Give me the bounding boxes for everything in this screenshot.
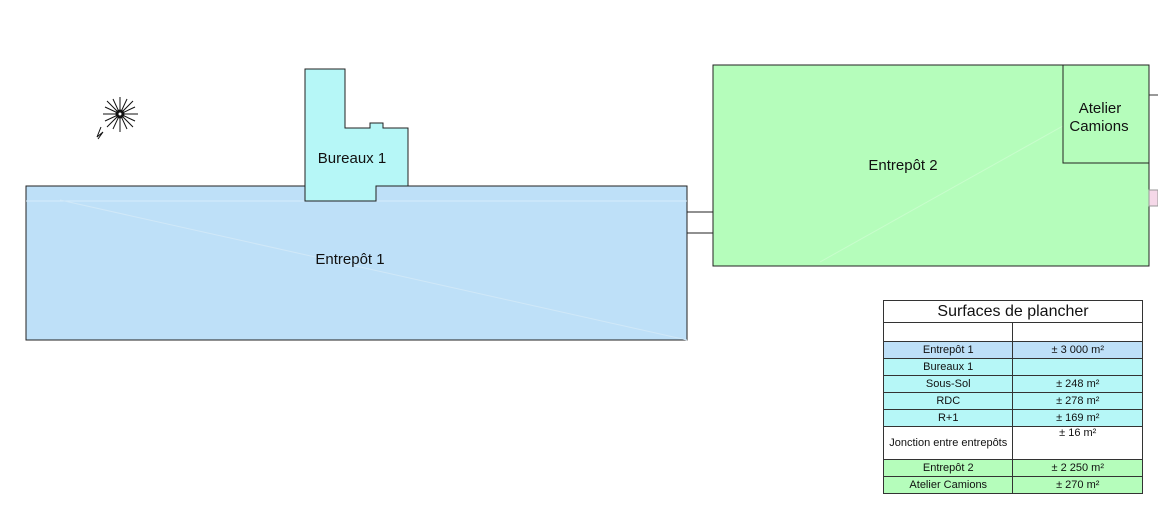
atelier-label-line1: Atelier xyxy=(1079,100,1122,117)
surfaces-table: Surfaces de plancher Entrepôt 1 ± 3 000 … xyxy=(882,300,1143,494)
atelier-label-line2: Camions xyxy=(1069,118,1128,135)
row-value xyxy=(1012,358,1143,376)
row-value: ± 248 m² xyxy=(1012,375,1143,393)
north-arrow-icon xyxy=(96,97,138,140)
row-value: ± 270 m² xyxy=(1012,476,1143,494)
row-name: Atelier Camions xyxy=(882,476,1014,494)
atelier-camions-building xyxy=(1062,64,1150,164)
row-name: Sous-Sol xyxy=(882,375,1014,393)
table-row: Atelier Camions ± 270 m² xyxy=(882,476,1143,494)
table-row: Bureaux 1 xyxy=(882,358,1143,376)
table-row: Entrepôt 2 ± 2 250 m² xyxy=(882,459,1143,477)
row-name: Jonction entre entrepôts xyxy=(882,426,1014,460)
bureaux1-label: Bureaux 1 xyxy=(318,150,386,167)
row-name: Bureaux 1 xyxy=(882,358,1014,376)
row-value: ± 16 m² xyxy=(1012,426,1143,460)
table-blank-row xyxy=(882,322,1143,342)
row-name: RDC xyxy=(882,392,1014,410)
entrepot2-label: Entrepôt 2 xyxy=(868,157,937,174)
table-row: Jonction entre entrepôts ± 16 m² xyxy=(882,426,1143,460)
row-value: ± 169 m² xyxy=(1012,409,1143,427)
table-title-row: Surfaces de plancher xyxy=(883,300,1143,323)
row-name: R+1 xyxy=(882,409,1014,427)
entrepot1-building xyxy=(25,185,688,341)
row-value: ± 3 000 m² xyxy=(1012,341,1143,359)
row-value: ± 2 250 m² xyxy=(1012,459,1143,477)
row-value: ± 278 m² xyxy=(1012,392,1143,410)
bureaux1-building xyxy=(304,68,409,202)
table-row: R+1 ± 169 m² xyxy=(882,409,1143,427)
table-row: RDC ± 278 m² xyxy=(882,392,1143,410)
table-title: Surfaces de plancher xyxy=(883,300,1143,323)
entrepot1-label: Entrepôt 1 xyxy=(315,251,384,268)
table-row: Sous-Sol ± 248 m² xyxy=(882,375,1143,393)
jonction-corridor xyxy=(686,211,714,234)
table-row: Entrepôt 1 ± 3 000 m² xyxy=(882,341,1143,359)
row-name: Entrepôt 2 xyxy=(882,459,1014,477)
row-name: Entrepôt 1 xyxy=(882,341,1014,359)
